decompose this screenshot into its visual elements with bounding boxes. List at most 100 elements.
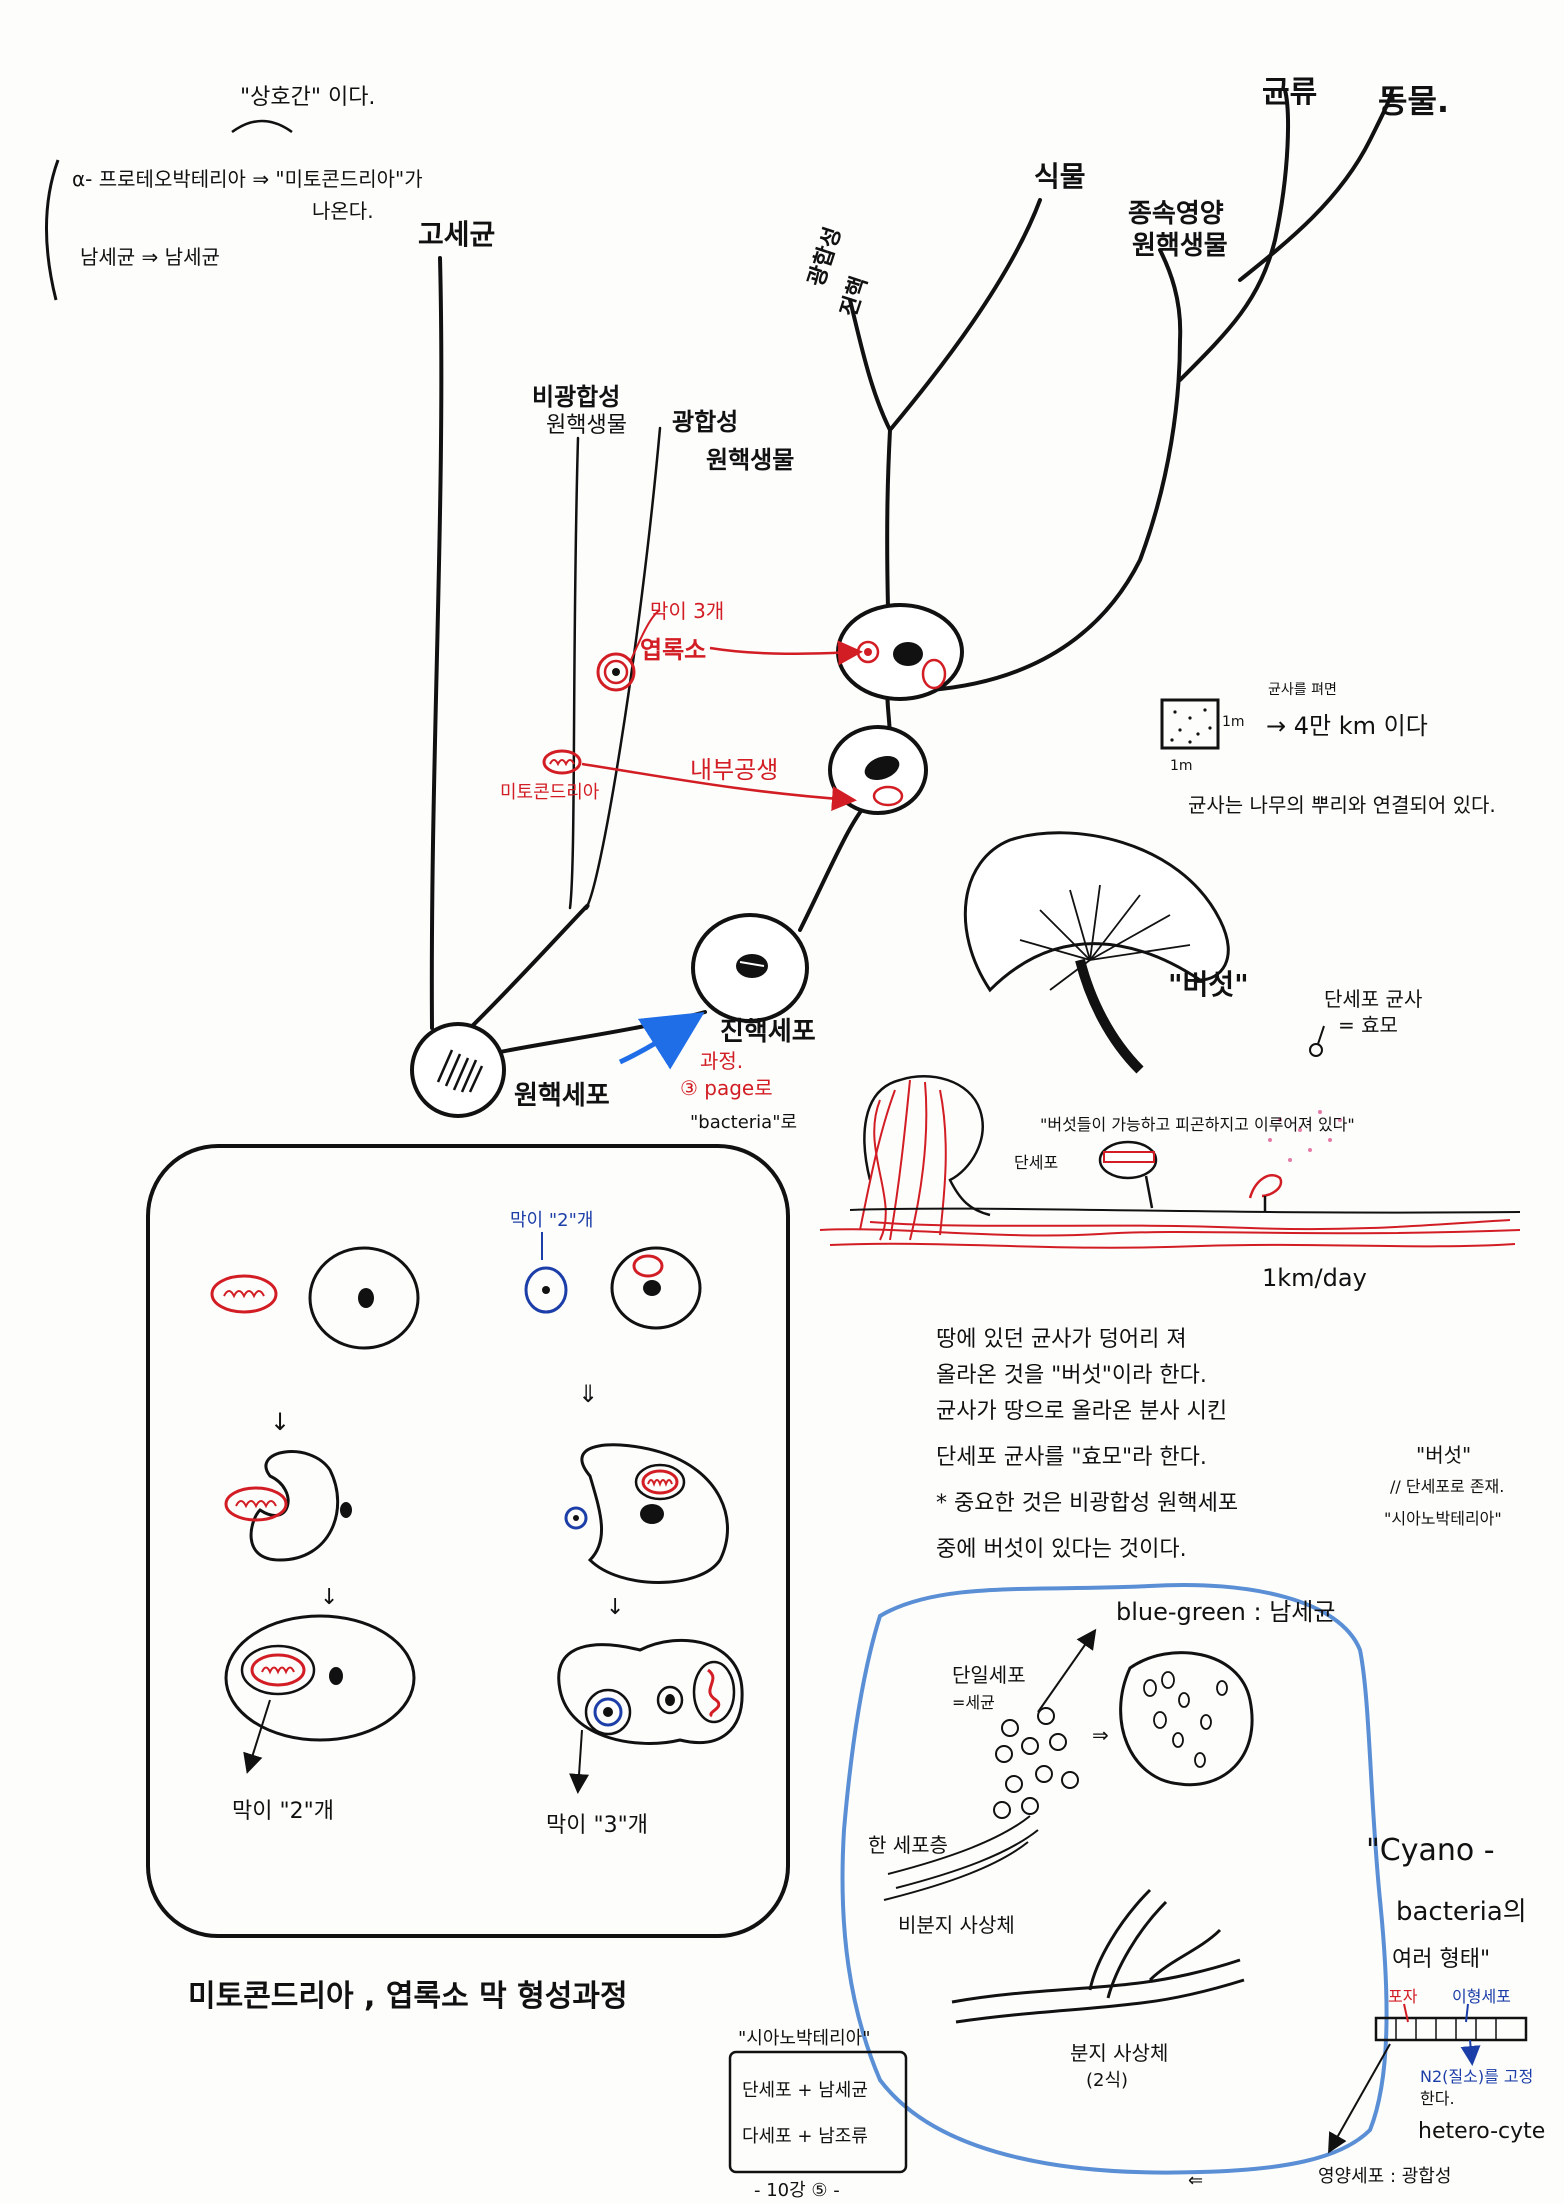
heterocyst-label: 이형세포 — [1452, 1987, 1511, 2006]
label-process: 과정. — [700, 1049, 743, 1073]
back-arrow: ⇐ — [1188, 2170, 1203, 2191]
branch-fungi — [1178, 88, 1290, 382]
label-mito: 미토콘드리아 — [500, 782, 600, 803]
arrow-colony: ⇒ — [1092, 1723, 1109, 1747]
cyano-summary-box: "시아노박테리아" 단세포 + 남세균 다세포 + 남조류 — [728, 2028, 908, 2174]
area-square — [1160, 698, 1220, 750]
fungi-notes: 1m 1m 균사를 펴면 → 4만 km 이다 균사는 나무의 뿌리와 연결되어… — [1160, 682, 1496, 817]
arrow-down-3: ↓ — [606, 1595, 624, 1620]
trunk-high — [885, 428, 892, 610]
nutrient-label: 영양세포 : 광합성 — [1318, 2166, 1451, 2187]
tilde-mark — [231, 119, 293, 134]
label-nonphoto: 비광합성 — [532, 383, 620, 411]
mushroom-label: "버섯" — [1168, 968, 1249, 1001]
arrow-down-1: ↓ — [270, 1408, 290, 1436]
branch-up — [458, 903, 590, 1040]
length-label: 균사를 펴면 — [1268, 682, 1337, 698]
side-note-1: "버섯" — [1416, 1443, 1471, 1467]
label-archaea: 고세균 — [418, 218, 495, 251]
cyano-region: blue-green : 남세균 단일세포 =세균 ⇒ 한 세포층 비분지 사상… — [840, 1582, 1389, 2175]
desc-line-1: 땅에 있던 균사가 덩어리 져 — [936, 1327, 1187, 1352]
label-endosymbiosis: 내부공생 — [690, 756, 778, 784]
summary-l1: 단세포 + 남세균 — [742, 2080, 868, 2101]
unbranched-label: 비분지 사상체 — [898, 1913, 1015, 1937]
n2-label: N2(질소)를 고정 — [1420, 2067, 1533, 2086]
area-side-label: 1m — [1170, 758, 1193, 774]
plant-euk-cell — [836, 603, 964, 701]
top-notes: "상호간" 이다. α- 프로테오박테리아 ⇒ "미토콘드리아"가 나온다. 남… — [44, 85, 423, 301]
branch-hetero — [928, 248, 1183, 692]
cyano-note: 남세균 ⇒ 남세균 — [80, 245, 220, 269]
arrow-down-2: ↓ — [320, 1585, 338, 1610]
unicell-label-2: =세균 — [952, 1693, 995, 1712]
unicell-label: 단일세포 — [952, 1663, 1026, 1687]
label-chloroplast: 엽록소 — [640, 636, 706, 664]
n2-label-2: 한다. — [1420, 2089, 1455, 2108]
label-photo-2: 원핵생물 — [706, 446, 794, 474]
summary-title: "시아노박테리아" — [738, 2028, 870, 2049]
label-membrane2-top: 막이 "2"개 — [510, 1210, 593, 1231]
page-number: - 10강 ⑤ - — [754, 2180, 840, 2201]
cyano-forms-note: "Cyano - bacteria의 여러 형태" 포자 이형세포 N2(질소)… — [1188, 1833, 1545, 2191]
alpha-proteo-note: α- 프로테오박테리아 ⇒ "미토콘드리아"가 — [72, 167, 423, 191]
label-animals: 동물. — [1378, 82, 1449, 120]
box-caption: 미토콘드리아 , 엽록소 막 형성과정 — [188, 1979, 628, 2014]
label-photo: 광합성 — [672, 408, 738, 436]
phylo-tree — [429, 88, 1394, 1054]
desc-line-4: 단세포 균사를 "효모"라 한다. — [936, 1445, 1207, 1470]
bracket — [44, 159, 60, 301]
label-membrane3-box: 막이 "3"개 — [546, 1813, 648, 1838]
unicell-note: 단세포 — [1014, 1153, 1058, 1172]
branch-archaea — [429, 256, 444, 1030]
connected-note: 균사는 나무의 뿌리와 연결되어 있다. — [1188, 793, 1496, 817]
box-border — [146, 1144, 790, 1938]
rate-label: 1km/day — [1262, 1264, 1367, 1292]
branched-label: 분지 사상체 — [1070, 2041, 1168, 2065]
layer-label: 한 세포층 — [868, 1833, 948, 1857]
label-fungi: 균류 — [1262, 75, 1317, 110]
cyano-l2: bacteria의 — [1396, 1897, 1527, 1927]
spore-label: 포자 — [1388, 1987, 1418, 2006]
side-note-3: "시아노박테리아" — [1384, 1509, 1502, 1528]
branched-label-2: (2식) — [1086, 2070, 1128, 2091]
label-bacteria: "bacteria"로 — [690, 1112, 797, 1133]
mycelium-drawing: "버섯들이 가능하고 피곤하지고 이루어져 있다" 단세포 1km/day — [819, 1075, 1521, 1292]
mushroom-drawing: "버섯" 단세포 균사 = 효모 — [963, 831, 1422, 1074]
cyano-l3: 여러 형태" — [1392, 1947, 1490, 1972]
label-photo-euk: 광합성 — [803, 224, 846, 290]
blue-arrow — [618, 1011, 705, 1070]
side-note: "버섯" // 단세포로 존재. "시아노박테리아" — [1384, 1443, 1504, 1528]
hetero-label: hetero-cyte — [1418, 2119, 1545, 2144]
desc-line-6: 중에 버섯이 있다는 것이다. — [936, 1537, 1187, 1562]
label-membrane3: 막이 3개 — [650, 599, 724, 623]
symbiosis-note: "상호간" 이다. — [240, 85, 375, 110]
branch-photo-euk — [848, 298, 892, 432]
area-label: 1m — [1222, 714, 1245, 730]
label-eukaryote: 진핵세포 — [720, 1017, 816, 1047]
alpha-proteo-note-2: 나온다. — [312, 199, 374, 223]
bluegreen-label: blue-green : 남세균 — [1116, 1598, 1335, 1626]
branch-nonphoto — [568, 436, 580, 910]
eukaryote-cell — [691, 913, 809, 1023]
yeast-label: 단세포 균사 — [1324, 987, 1422, 1011]
desc-line-2: 올라온 것을 "버섯"이라 한다. — [936, 1363, 1207, 1388]
branch-animals — [1238, 88, 1394, 282]
label-photo-euk-2: 진핵 — [836, 274, 872, 320]
label-hetero: 종속영양 — [1128, 199, 1224, 229]
length-value: → 4만 km 이다 — [1266, 712, 1428, 740]
mushroom-description: 땅에 있던 균사가 덩어리 져 올라온 것을 "버섯"이라 한다. 균사가 땅으… — [936, 1327, 1238, 1562]
membrane-box: ↓ ↓ 막이 "2"개 막이 "2"개 ⇓ ↓ — [146, 1144, 790, 2014]
label-nonphoto-2: 원핵생물 — [546, 413, 627, 438]
arrow-double: ⇓ — [578, 1380, 598, 1408]
side-note-2: // 단세포로 존재. — [1390, 1477, 1504, 1496]
red-annotations: 막이 3개 엽록소 미토콘드리아 내부공생 과정. ③ page로 "bacte… — [500, 599, 863, 1133]
trunk-low — [798, 798, 872, 932]
branch-plants — [888, 198, 1042, 432]
label-page: ③ page로 — [680, 1076, 773, 1100]
label-membrane2: 막이 "2"개 — [232, 1799, 334, 1824]
desc-line-5: * 중요한 것은 비광합성 원핵세포 — [936, 1491, 1238, 1516]
label-plants: 식물 — [1034, 160, 1086, 193]
spore-note: "버섯들이 가능하고 피곤하지고 이루어져 있다" — [1040, 1115, 1355, 1134]
label-hetero-2: 원핵생물 — [1132, 231, 1228, 261]
